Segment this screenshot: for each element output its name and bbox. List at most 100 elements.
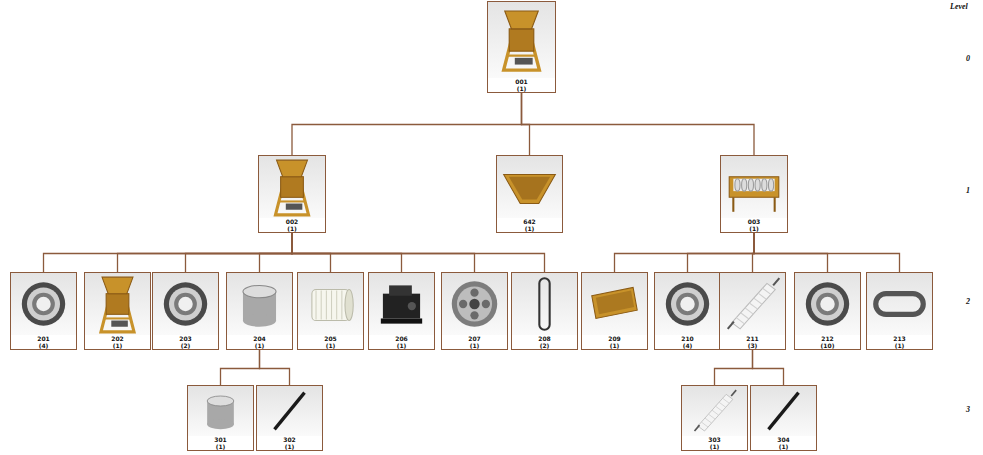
part-box: 205(1) [297,272,364,350]
part-number: 212 [795,335,860,342]
part-illustration [488,2,555,78]
part-box: 209(1) [581,272,648,350]
part-illustration [102,277,133,294]
part-illustration [751,386,816,436]
part-illustration [596,291,634,315]
part-illustration [876,294,924,315]
part-illustration [666,282,709,325]
part-illustration [505,11,539,29]
part-illustration [816,293,839,316]
part-illustration [712,410,719,415]
part-box: 001(1) [487,1,556,93]
part-illustration [741,313,749,319]
part-illustration [369,273,434,335]
part-box: 204(1) [226,272,293,350]
part-box: 213(1) [866,272,933,350]
tree-connector [754,233,900,272]
part-illustration [732,283,775,328]
part-illustration [164,282,207,325]
part-illustration [257,386,322,436]
part-quantity: (1) [751,443,816,450]
part-illustration [32,293,55,316]
part-illustration [279,200,306,202]
part-illustration [341,291,342,320]
part-illustration [721,156,787,218]
part-illustration [207,396,234,429]
part-illustration [806,282,849,325]
part-number: 302 [257,436,322,443]
part-illustration [178,297,192,311]
part-box: 212(10) [794,272,861,350]
part-illustration [867,273,932,335]
part-number: 001 [488,78,555,85]
tree-connector [292,233,331,272]
part-illustration [243,285,276,326]
part-illustration [383,294,420,319]
part-box: 304(1) [750,385,817,451]
part-illustration [695,425,700,431]
part-illustration [469,299,479,309]
part-number: 201 [11,335,76,342]
part-illustration [104,317,131,319]
part-number: 203 [153,335,218,342]
part-illustration [85,273,150,335]
part-illustration [11,273,76,335]
part-illustration [470,289,478,297]
part-illustration [592,287,637,318]
tree-connector [44,233,293,272]
part-quantity: (1) [488,85,555,92]
part-quantity: (1) [867,342,932,349]
part-illustration [539,278,549,330]
tree-connector [688,233,755,272]
part-box: 208(2) [511,272,578,350]
part-illustration [275,160,308,215]
part-illustration [164,282,207,325]
tree-connector [522,93,755,155]
part-illustration [592,287,637,318]
part-illustration [769,393,799,430]
part-box: 203(2) [152,272,219,350]
part-illustration [27,287,60,320]
part-illustration [509,29,534,51]
part-illustration [408,302,416,310]
level-number: 1 [966,186,970,195]
tree-connector [753,350,784,385]
part-quantity: (4) [655,342,720,349]
level-number: 2 [966,297,970,306]
part-illustration [111,321,128,327]
part-box: 210(4) [654,272,721,350]
part-box: 207(1) [441,272,508,350]
part-illustration [795,273,860,335]
part-quantity: (2) [153,342,218,349]
part-illustration [735,179,740,191]
part-illustration [457,286,492,321]
part-illustration [705,418,712,423]
part-illustration [695,390,737,431]
part-quantity: (3) [720,342,785,349]
part-illustration [345,290,353,321]
part-number: 207 [442,335,507,342]
part-quantity: (1) [227,342,292,349]
part-illustration [207,419,234,429]
part-box: 201(4) [10,272,77,350]
part-number: 204 [227,335,292,342]
part-illustration [769,393,799,430]
part-box: 202(1) [84,272,151,350]
part-illustration [539,278,549,330]
part-illustration [773,278,779,285]
part-number: 642 [497,218,562,225]
part-illustration [22,282,65,325]
part-illustration [381,285,422,323]
tree-connector [292,233,475,272]
part-number: 303 [682,436,747,443]
part-illustration [512,273,577,335]
part-illustration [708,414,715,419]
part-illustration [582,273,647,335]
part-illustration [876,294,924,315]
part-quantity: (1) [442,342,507,349]
part-illustration [259,156,325,218]
part-illustration [281,177,304,198]
tree-connector [221,350,260,385]
part-number: 209 [582,335,647,342]
part-illustration [470,311,478,319]
